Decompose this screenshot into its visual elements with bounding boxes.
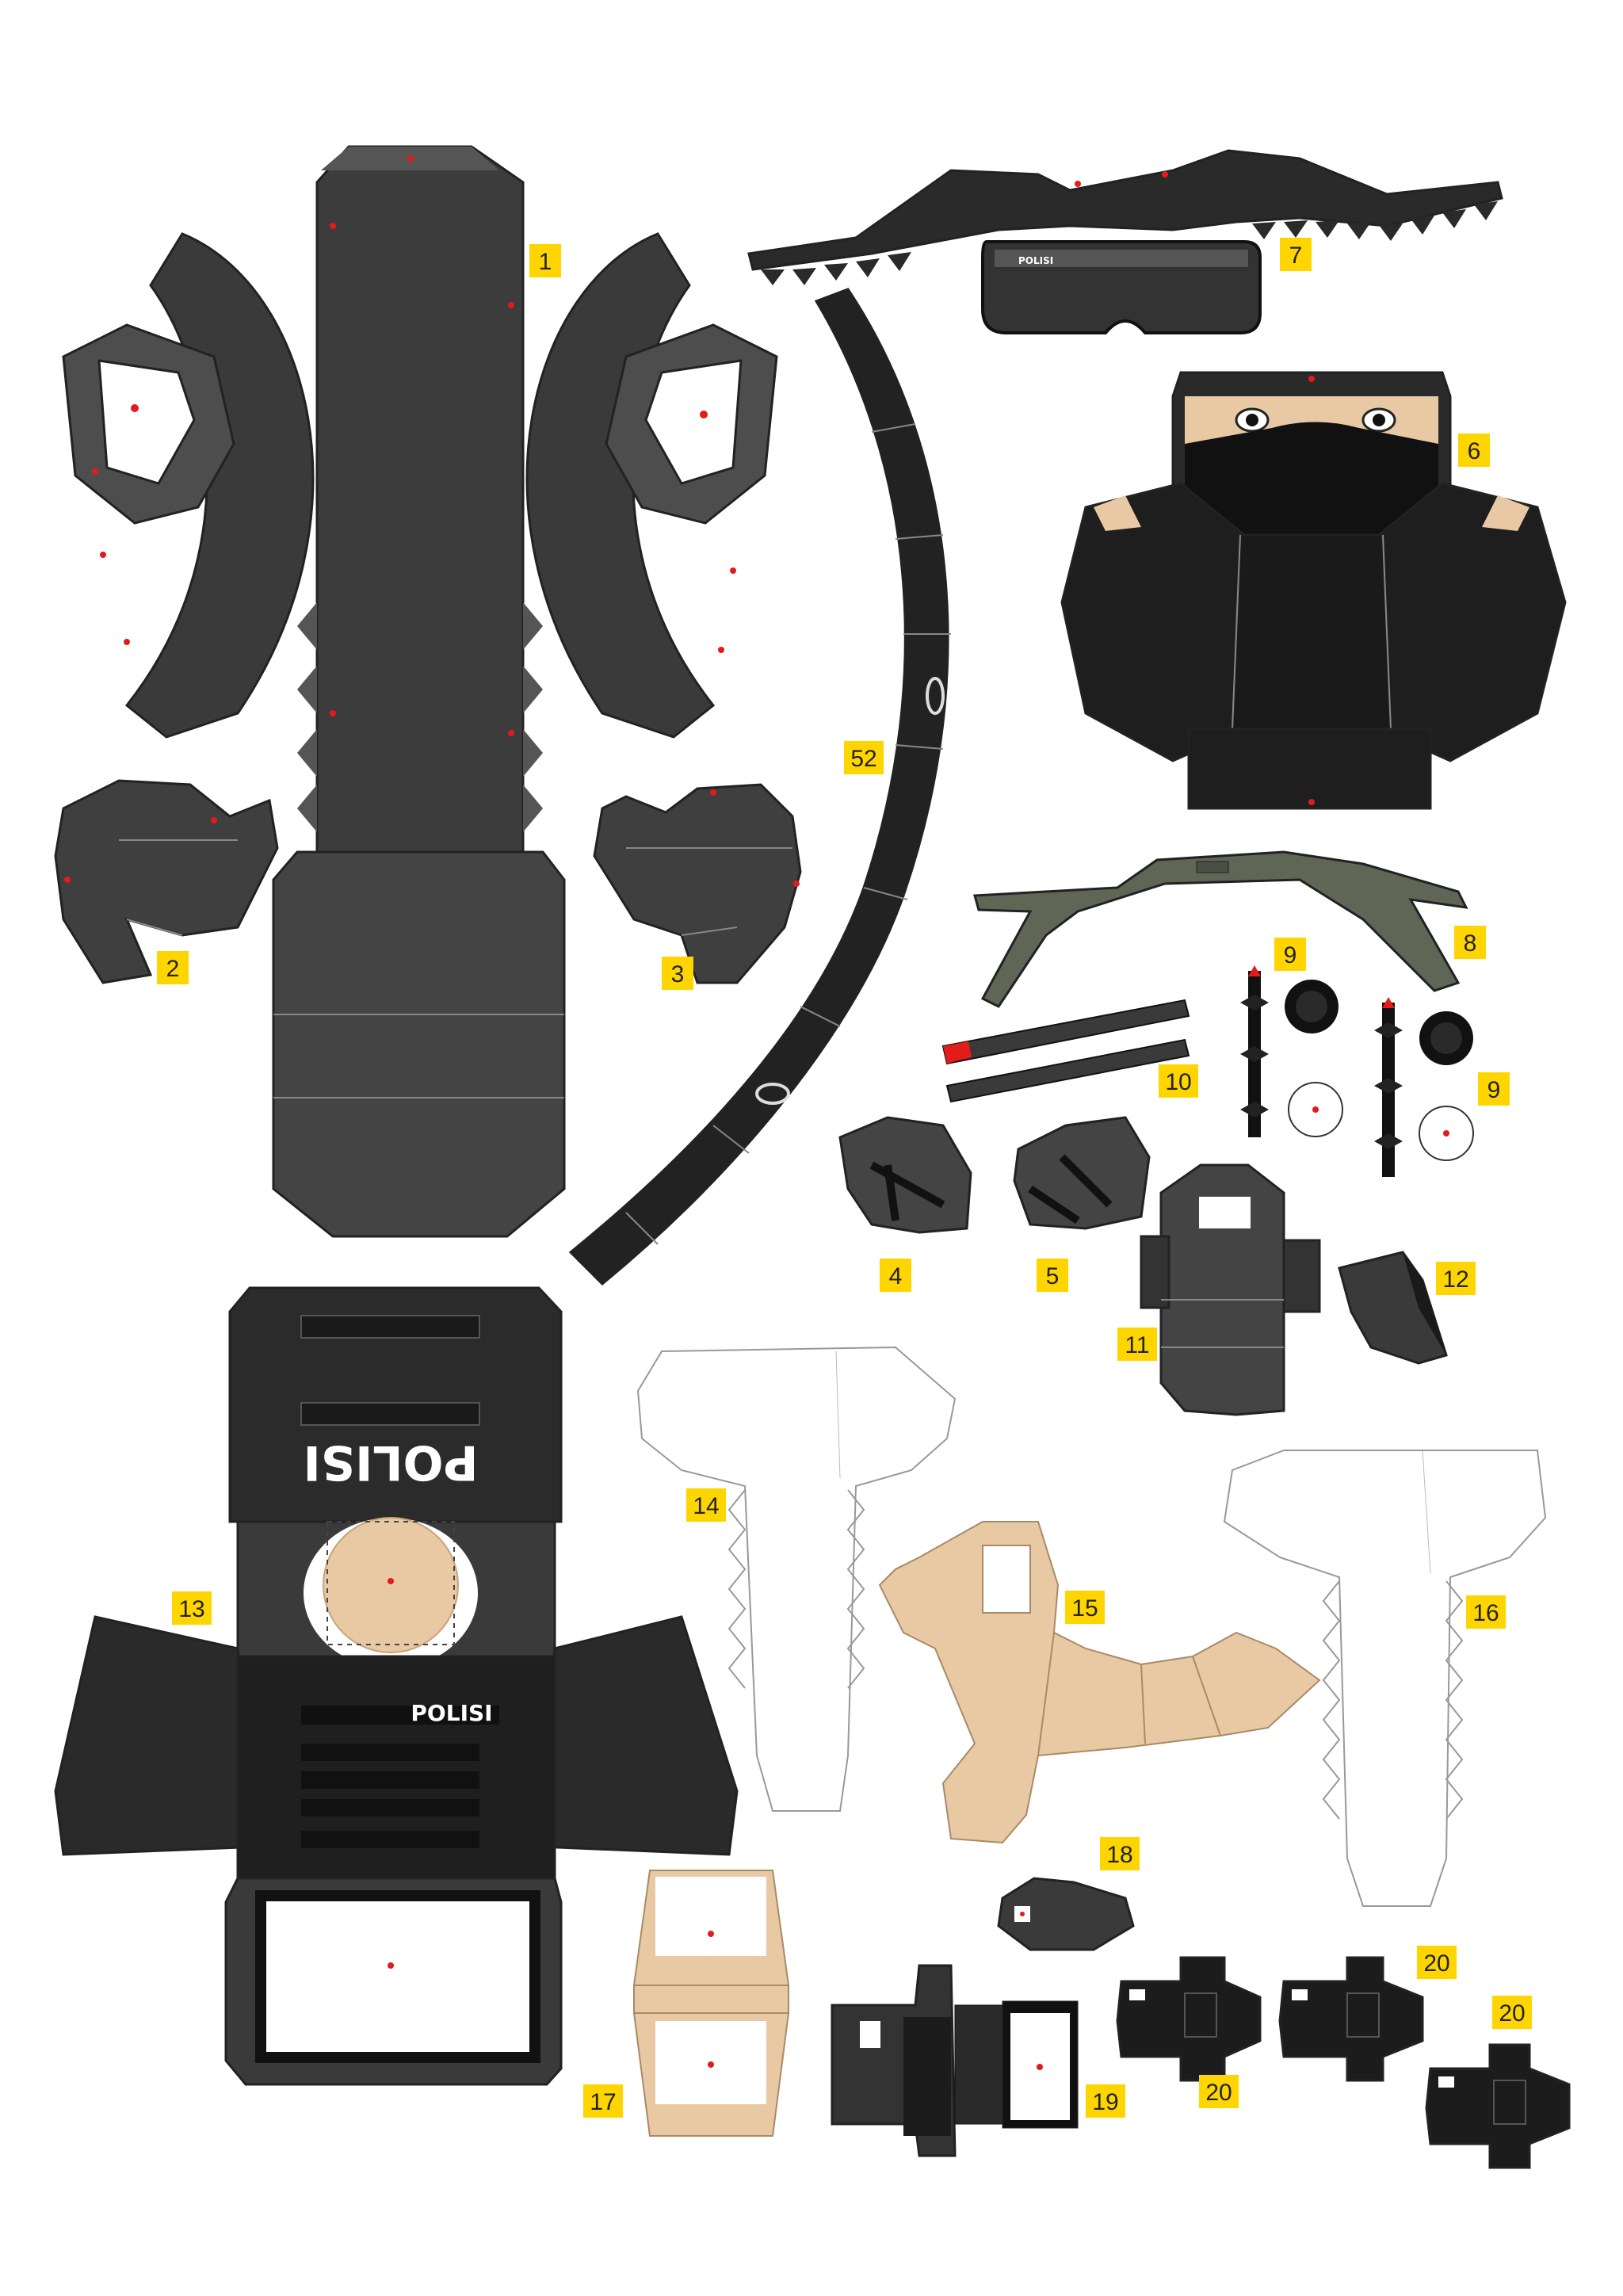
part-13-vest: POLISI POLISI (54, 1286, 739, 2086)
label-12: 12 (1436, 1262, 1476, 1295)
part-16-leg-template (1223, 1450, 1547, 1907)
svg-text:52: 52 (850, 746, 876, 772)
left-arm-window (97, 359, 196, 485)
label-4: 4 (880, 1259, 911, 1292)
part-7-goggles: POLISI (981, 240, 1262, 334)
svg-text:20: 20 (1423, 1950, 1449, 1977)
part-5-fist (1013, 1116, 1151, 1230)
long-arc-strip (568, 288, 949, 1286)
part-18-small-box (997, 1877, 1135, 1951)
part-12-boot (1338, 1251, 1448, 1365)
label-20a: 20 (1199, 2075, 1239, 2108)
part-19-box (831, 1964, 1079, 2157)
vest-front-text: POLISI (411, 1700, 492, 1726)
svg-text:6: 6 (1468, 438, 1481, 464)
label-13: 13 (172, 1591, 212, 1625)
part-20-box-c (1425, 2043, 1571, 2169)
svg-text:18: 18 (1106, 1842, 1132, 1868)
right-arm-window (644, 359, 743, 485)
strip-emblem-upper (926, 677, 945, 715)
label-9b: 9 (1478, 1072, 1510, 1106)
svg-text:13: 13 (178, 1596, 204, 1622)
svg-text:10: 10 (1165, 1069, 1191, 1095)
part-15-limb (878, 1521, 1321, 1844)
label-11: 11 (1117, 1328, 1157, 1361)
part-3-right-hand (593, 783, 802, 984)
svg-text:1: 1 (539, 249, 552, 275)
label-8: 8 (1454, 926, 1486, 959)
svg-text:9: 9 (1487, 1077, 1501, 1103)
svg-text:20: 20 (1499, 2000, 1525, 2027)
label-17: 17 (583, 2084, 623, 2118)
part-2-left-hand (54, 779, 279, 984)
svg-text:19: 19 (1092, 2089, 1118, 2115)
helmet-brim (747, 149, 1503, 271)
torso-strip (315, 145, 525, 858)
label-3: 3 (662, 957, 693, 990)
part-8-harness (973, 850, 1468, 1008)
svg-text:12: 12 (1442, 1266, 1468, 1293)
vest-neck-skin (323, 1517, 459, 1653)
svg-text:3: 3 (671, 961, 685, 988)
brim-teeth (761, 201, 1498, 285)
strip-emblem-lower (755, 1083, 790, 1105)
part-1-torso-arms (62, 145, 778, 1238)
label-7: 7 (1280, 238, 1312, 271)
part-14-leg-template (636, 1346, 957, 1812)
label-1: 1 (529, 244, 561, 277)
face-mask (1185, 422, 1438, 535)
part-4-fist (838, 1116, 972, 1234)
svg-text:14: 14 (693, 1493, 719, 1519)
svg-text:17: 17 (590, 2089, 616, 2115)
svg-text:8: 8 (1464, 930, 1477, 957)
svg-text:11: 11 (1125, 1332, 1149, 1358)
label-5: 5 (1037, 1259, 1068, 1292)
part-11-leg (1140, 1163, 1321, 1416)
torso-lower-block (272, 850, 566, 1238)
label-18: 18 (1100, 1837, 1140, 1870)
part-20-box-a (1116, 1956, 1262, 2082)
label-15: 15 (1065, 1591, 1105, 1624)
svg-text:16: 16 (1472, 1600, 1499, 1626)
part-6-head (1060, 371, 1567, 810)
label-9a: 9 (1274, 938, 1306, 971)
label-6: 6 (1458, 434, 1490, 467)
svg-text:4: 4 (889, 1263, 903, 1289)
svg-text:20: 20 (1205, 2080, 1232, 2106)
part-7-helmet-brim (747, 149, 1503, 285)
svg-text:5: 5 (1046, 1263, 1060, 1289)
label-14: 14 (686, 1488, 726, 1522)
svg-text:15: 15 (1071, 1595, 1098, 1622)
part-9-peg-set-b (1374, 997, 1474, 1177)
label-20b: 20 (1417, 1946, 1457, 1979)
label-2: 2 (157, 951, 189, 984)
part-17-box (632, 1870, 790, 2137)
svg-text:9: 9 (1284, 942, 1297, 968)
part-number-labels: 1 2 3 52 7 6 8 9 9 10 4 5 11 12 13 14 15… (157, 238, 1532, 2118)
part-52-long-strip (568, 288, 951, 1286)
goggles-brand: POLISI (1018, 255, 1053, 266)
svg-text:7: 7 (1289, 243, 1303, 269)
label-52: 52 (844, 741, 884, 774)
vest-back-text: POLISI (303, 1435, 478, 1490)
label-10: 10 (1159, 1064, 1198, 1098)
part-9-peg-set-a (1240, 965, 1343, 1137)
label-16: 16 (1466, 1595, 1506, 1629)
label-20c: 20 (1492, 1996, 1532, 2029)
part-10-sticks (941, 999, 1190, 1103)
part-20-box-b (1278, 1956, 1424, 2082)
svg-text:2: 2 (166, 956, 180, 982)
label-19: 19 (1086, 2084, 1125, 2118)
